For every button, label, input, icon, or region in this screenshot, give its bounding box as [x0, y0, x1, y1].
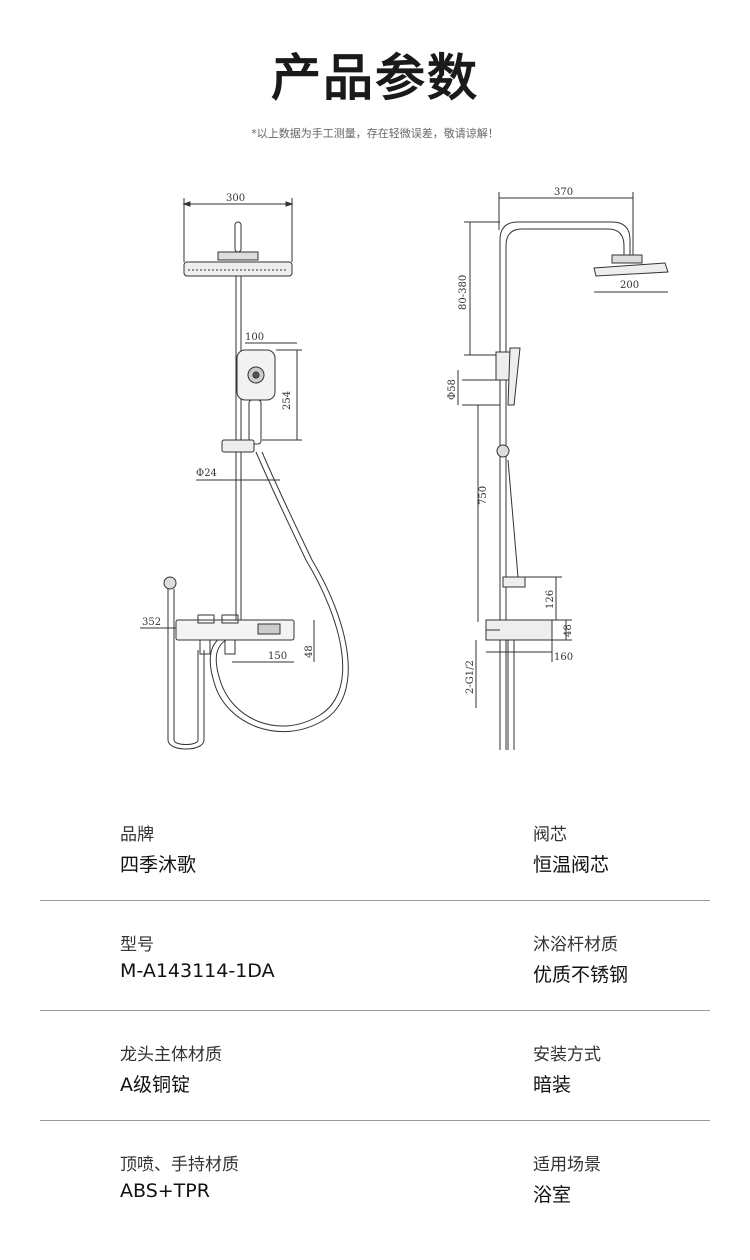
spec-row-brand: 品牌 四季沐歌 阀芯 恒温阀芯	[40, 820, 710, 930]
spec-label-brand: 品牌	[120, 825, 154, 845]
technical-drawing: 300 100 254 Φ24 352 150 48 370 80-380 20…	[140, 187, 669, 750]
spec-divider	[40, 900, 710, 901]
spec-label-body-material: 龙头主体材质	[120, 1045, 222, 1065]
spec-label-installation: 安装方式	[533, 1045, 601, 1065]
dim-side-reach: 370	[554, 187, 573, 198]
dim-front-shelf-height: 48	[304, 645, 315, 658]
spec-row-model: 型号 M-A143114-1DA 沐浴杆材质 优质不锈钢	[40, 930, 710, 1040]
dim-side-bracket-diameter: Φ58	[447, 379, 458, 400]
dim-side-thread: 2-G1/2	[465, 660, 476, 694]
dim-front-spout: 150	[268, 651, 287, 662]
spec-value-body-material: A级铜锭	[120, 1074, 190, 1096]
measurement-note: *以上数据为手工测量，存在轻微误差，敬请谅解！	[251, 127, 499, 140]
spec-value-installation: 暗装	[533, 1074, 572, 1096]
dim-front-head-width: 300	[226, 193, 245, 204]
spec-label-shower-material: 顶喷、手持材质	[120, 1155, 239, 1175]
spec-row-body-material: 龙头主体材质 A级铜锭 安装方式 暗装	[40, 1040, 710, 1150]
spec-value-model: M-A143114-1DA	[120, 960, 275, 982]
spec-divider	[40, 1010, 710, 1011]
spec-row-shower-material: 顶喷、手持材质 ABS+TPR 适用场景 浴室	[40, 1150, 710, 1260]
dim-side-head-width: 200	[620, 280, 639, 291]
spec-value-rod-material: 优质不锈钢	[533, 964, 629, 986]
dim-side-rod-length: 750	[478, 486, 489, 505]
spec-value-brand: 四季沐歌	[120, 854, 197, 876]
spec-value-valve-core: 恒温阀芯	[533, 854, 610, 876]
spec-label-usage: 适用场景	[533, 1155, 601, 1175]
dim-side-shelf-depth: 160	[554, 652, 573, 663]
spec-divider	[40, 1120, 710, 1121]
page-title: 产品参数	[271, 49, 479, 107]
spec-value-usage: 浴室	[533, 1184, 572, 1206]
dim-side-shelf-height: 48	[563, 624, 574, 637]
spec-label-rod-material: 沐浴杆材质	[533, 935, 618, 955]
dim-front-handheld-length: 254	[282, 391, 293, 410]
spec-label-valve-core: 阀芯	[533, 825, 567, 845]
spec-label-model: 型号	[120, 935, 154, 955]
dim-side-height-range: 80-380	[458, 275, 469, 310]
dim-front-rod-diameter: Φ24	[196, 468, 217, 479]
dim-front-shelf-left: 352	[142, 617, 161, 628]
dim-side-holder-height: 126	[545, 590, 556, 609]
dim-front-handheld-width: 100	[245, 332, 264, 343]
spec-value-shower-material: ABS+TPR	[120, 1180, 210, 1202]
